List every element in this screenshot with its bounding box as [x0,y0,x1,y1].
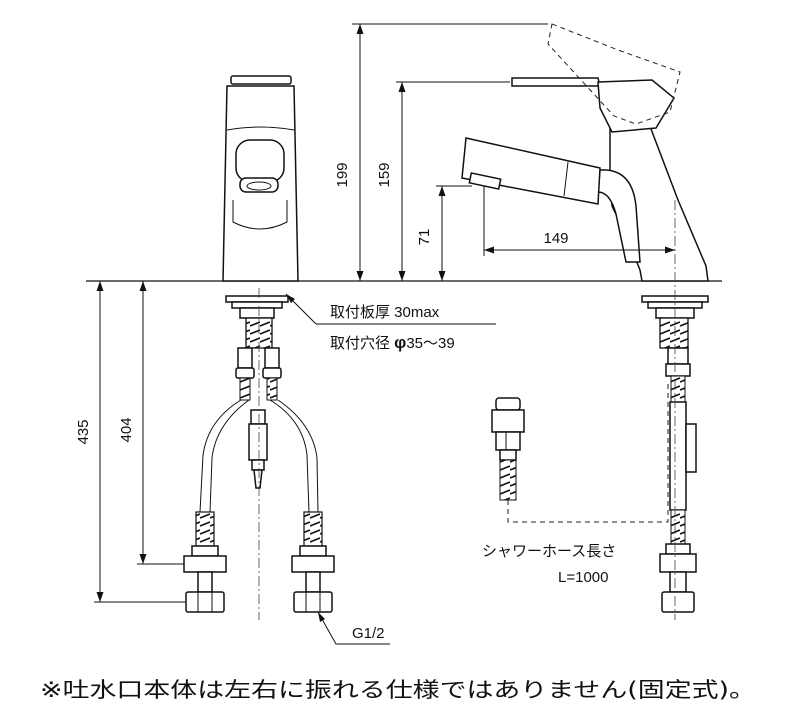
shower-hose-phantom [507,380,669,523]
front-supply-left [183,511,227,613]
dimension-435-label: 435 [75,419,92,444]
side-spout-arch [597,169,641,263]
dimension-159: 159 [376,81,510,281]
shower-hose-end-fitting [491,397,525,501]
shower-hose-label: シャワーホース長さ [482,543,616,560]
dimension-159-label: 159 [376,162,393,187]
side-lever-handle [511,77,601,87]
plate-thickness-label: 取付板厚 30max [330,303,440,321]
shower-hose-length-label: L=1000 [558,569,608,586]
dimension-149-label: 149 [543,230,568,247]
dimension-71-label: 71 [416,229,433,246]
callout-mounting: 取付板厚 30max 取付穴径 φ35〜39 [285,293,496,352]
side-lever-swing-phantom [547,23,681,125]
dimension-404-label: 404 [118,417,135,442]
thread-label: G1/2 [352,625,385,642]
front-mounting-base [225,295,289,319]
hole-diameter-label: 取付穴径 φ35〜39 [330,333,455,352]
callout-shower-hose: シャワーホース長さ L=1000 [482,543,616,586]
front-hose-left [199,399,250,513]
dimension-435: 435 [75,280,186,603]
callout-thread: G1/2 [317,611,390,645]
front-supply-right [291,511,335,613]
dimension-404: 404 [118,280,184,565]
footnote: ※吐水口本体は左右に振れる仕様ではありません(固定式)。 [40,678,756,702]
dimension-71: 71 [416,185,472,281]
dimension-199-label: 199 [334,162,351,187]
front-faucet-body [222,75,299,282]
side-view [461,23,709,613]
dimension-199: 199 [334,23,548,281]
front-shower-connector [248,409,268,489]
front-hose-right [269,399,319,513]
front-hose-fittings [235,347,282,401]
side-pull-out-spout [461,137,601,205]
dimension-149: 149 [483,186,675,256]
